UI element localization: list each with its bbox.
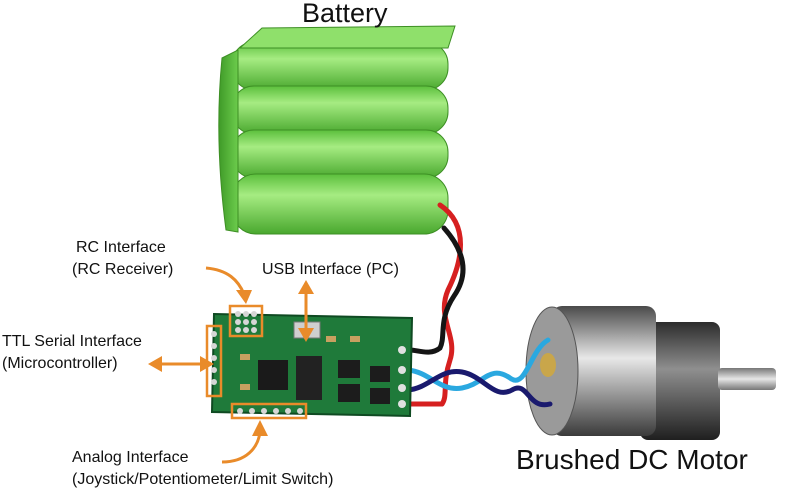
usb-arrow bbox=[298, 280, 314, 342]
battery-cell-3 bbox=[231, 129, 449, 179]
dc-motor bbox=[525, 306, 776, 440]
ttl-interface-label: TTL Serial Interface bbox=[2, 333, 142, 350]
motor-can bbox=[552, 306, 656, 436]
motor-gearbox bbox=[640, 322, 720, 440]
battery-black-wire bbox=[407, 225, 466, 355]
battery-cell-4 bbox=[231, 173, 449, 235]
battery-pack bbox=[218, 25, 456, 235]
motor-terminal bbox=[540, 353, 556, 377]
battery-end-face bbox=[218, 49, 239, 233]
rc-interface-label: RC Interface bbox=[76, 239, 166, 256]
battery-label: Battery bbox=[302, 0, 388, 28]
analog-header bbox=[230, 402, 308, 420]
motor-power-terminals bbox=[398, 346, 406, 408]
rc-header bbox=[228, 304, 264, 338]
battery-top-face bbox=[238, 25, 456, 49]
rc-arrow bbox=[205, 266, 252, 304]
ttl-interface-sublabel: (Microcontroller) bbox=[2, 355, 118, 372]
ttl-arrow bbox=[148, 356, 214, 372]
motor-shaft bbox=[718, 368, 776, 390]
battery-cell-1 bbox=[231, 41, 449, 91]
pcb-components bbox=[240, 336, 390, 404]
battery-cell-2 bbox=[231, 85, 449, 135]
motor-controller-board bbox=[205, 304, 414, 420]
rc-interface-sublabel: (RC Receiver) bbox=[72, 261, 174, 278]
analog-interface-sublabel: (Joystick/Potentiometer/Limit Switch) bbox=[72, 471, 334, 488]
analog-interface-label: Analog Interface bbox=[72, 449, 189, 466]
usb-interface-label: USB Interface (PC) bbox=[262, 261, 399, 278]
motor-label: Brushed DC Motor bbox=[516, 444, 748, 475]
analog-arrow bbox=[221, 420, 268, 464]
motor-navy-wire bbox=[405, 369, 553, 408]
